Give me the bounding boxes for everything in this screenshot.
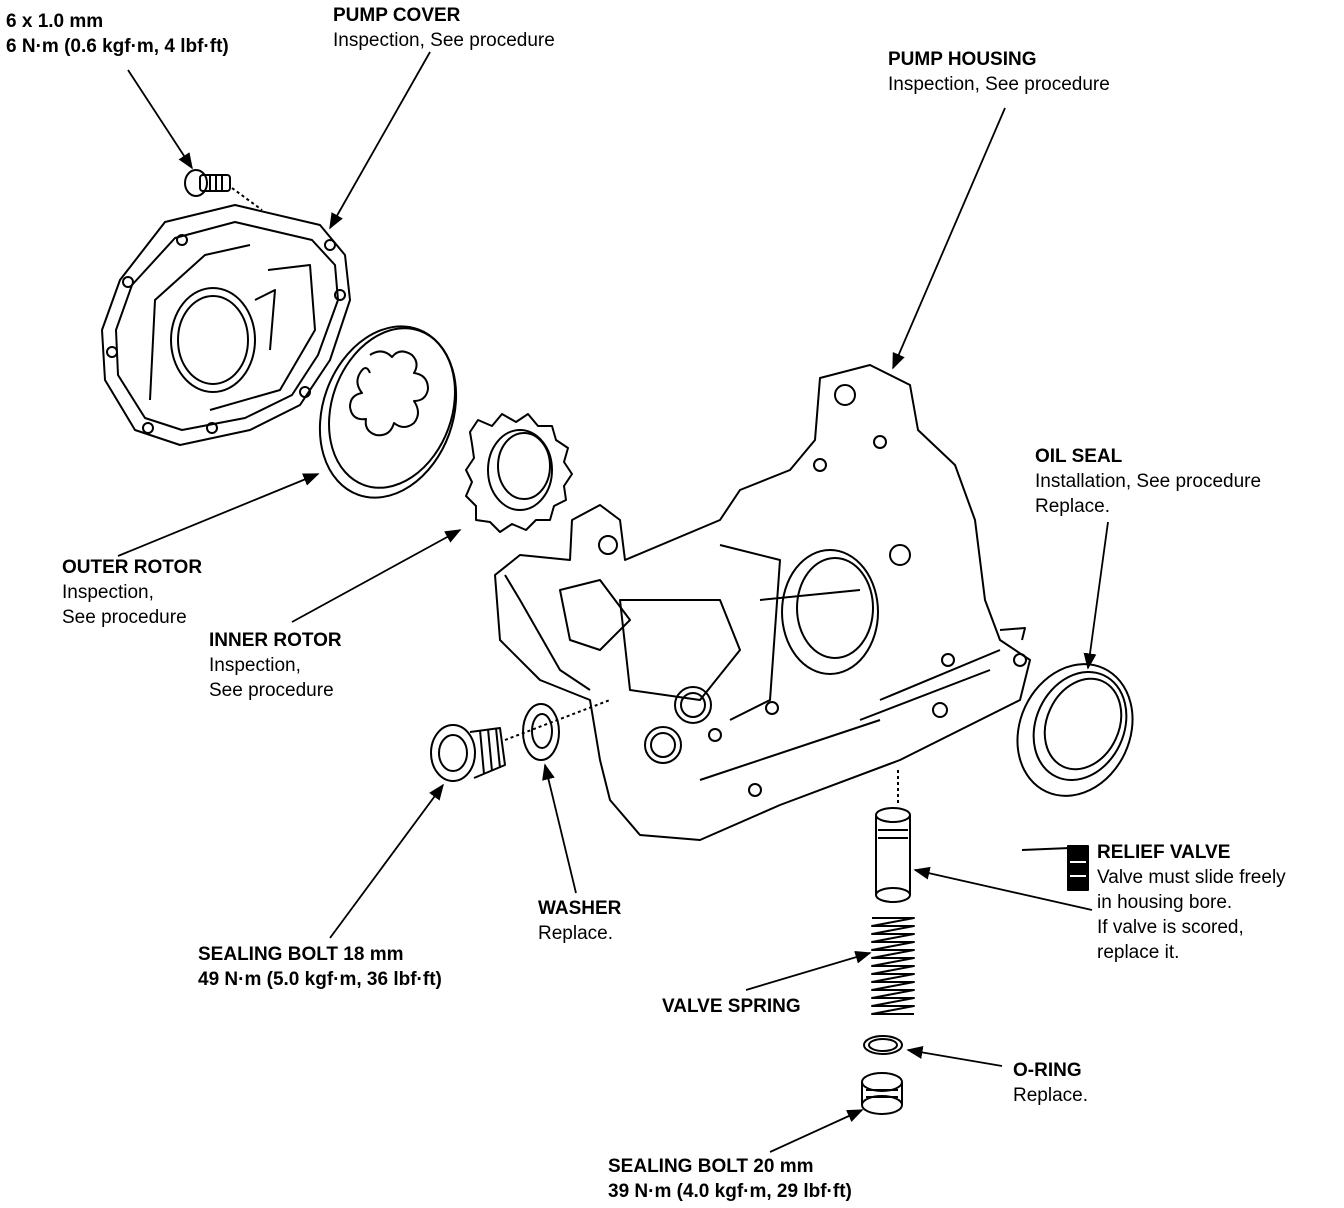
pump-housing [494, 364, 1031, 841]
relief-valve-note-4: replace it. [1097, 942, 1180, 963]
inner-rotor [465, 413, 573, 533]
outer-rotor [318, 325, 458, 499]
bolt-6mm-torque: 6 N·m (0.6 kgf·m, 4 lbf·ft) [6, 36, 229, 57]
sealing-bolt-18-torque: 49 N·m (5.0 kgf·m, 36 lbf·ft) [198, 969, 442, 990]
outer-rotor-title: OUTER ROTOR [62, 557, 203, 578]
relief-valve-note-1: Valve must slide freely [1097, 867, 1286, 888]
outer-rotor-note-2: See procedure [62, 607, 187, 628]
oil-seal [1016, 663, 1134, 797]
inner-rotor-note-2: See procedure [209, 680, 334, 701]
washer-title: WASHER [538, 898, 622, 919]
outer-rotor-label: OUTER ROTOR Inspection, See procedure [62, 555, 202, 630]
sealing-bolt-18-title: SEALING BOLT 18 mm [198, 944, 404, 965]
inner-rotor-note-1: Inspection, [209, 655, 301, 676]
sealing-bolt-20-torque: 39 N·m (4.0 kgf·m, 29 lbf·ft) [608, 1181, 852, 1202]
relief-valve [875, 770, 911, 903]
pump-housing-title: PUMP HOUSING [888, 49, 1037, 70]
oil-seal-note-1: Installation, See procedure [1035, 471, 1262, 492]
bolt-6mm [184, 169, 263, 211]
o-ring-title: O-RING [1013, 1060, 1082, 1081]
sealing-bolt-18-label: SEALING BOLT 18 mm 49 N·m (5.0 kgf·m, 36… [198, 942, 442, 992]
o-ring-label: O-RING Replace. [1013, 1058, 1088, 1108]
oil-seal-label: OIL SEAL Installation, See procedure Rep… [1035, 444, 1261, 519]
oil-seal-note-2: Replace. [1035, 496, 1110, 517]
bolt-6mm-title: 6 x 1.0 mm [6, 11, 104, 32]
bolt-6mm-label: 6 x 1.0 mm 6 N·m (0.6 kgf·m, 4 lbf·ft) [6, 9, 229, 59]
sealing-bolt-20-label: SEALING BOLT 20 mm 39 N·m (4.0 kgf·m, 29… [608, 1154, 852, 1204]
pump-cover-note: Inspection, See procedure [333, 30, 555, 51]
washer-label: WASHER Replace. [538, 896, 621, 946]
valve-spring-title: VALVE SPRING [662, 996, 801, 1017]
pump-cover [101, 204, 351, 446]
pump-cover-title: PUMP COVER [333, 5, 461, 26]
leader-lines [117, 51, 1109, 1153]
valve-spring-label: VALVE SPRING [662, 994, 801, 1019]
pump-housing-note: Inspection, See procedure [888, 74, 1110, 95]
sealing-bolt-20 [861, 1072, 903, 1115]
relief-valve-note-2: in housing bore. [1097, 892, 1233, 913]
washer [522, 703, 560, 761]
inner-rotor-label: INNER ROTOR Inspection, See procedure [209, 628, 342, 703]
inner-rotor-title: INNER ROTOR [209, 630, 342, 651]
relief-valve-inset-icon [1021, 845, 1089, 891]
o-ring-note: Replace. [1013, 1085, 1088, 1106]
valve-spring [871, 917, 915, 1015]
o-ring [863, 1035, 903, 1055]
pump-housing-label: PUMP HOUSING Inspection, See procedure [888, 47, 1110, 97]
outer-rotor-note-1: Inspection, [62, 582, 154, 603]
pump-cover-label: PUMP COVER Inspection, See procedure [333, 3, 555, 53]
washer-note: Replace. [538, 923, 613, 944]
sealing-bolt-18 [430, 699, 611, 782]
relief-valve-title: RELIEF VALVE [1097, 842, 1231, 863]
sealing-bolt-20-title: SEALING BOLT 20 mm [608, 1156, 814, 1177]
oil-seal-title: OIL SEAL [1035, 446, 1123, 467]
relief-valve-note-3: If valve is scored, [1097, 917, 1244, 938]
relief-valve-label: RELIEF VALVE Valve must slide freely in … [1097, 840, 1286, 965]
